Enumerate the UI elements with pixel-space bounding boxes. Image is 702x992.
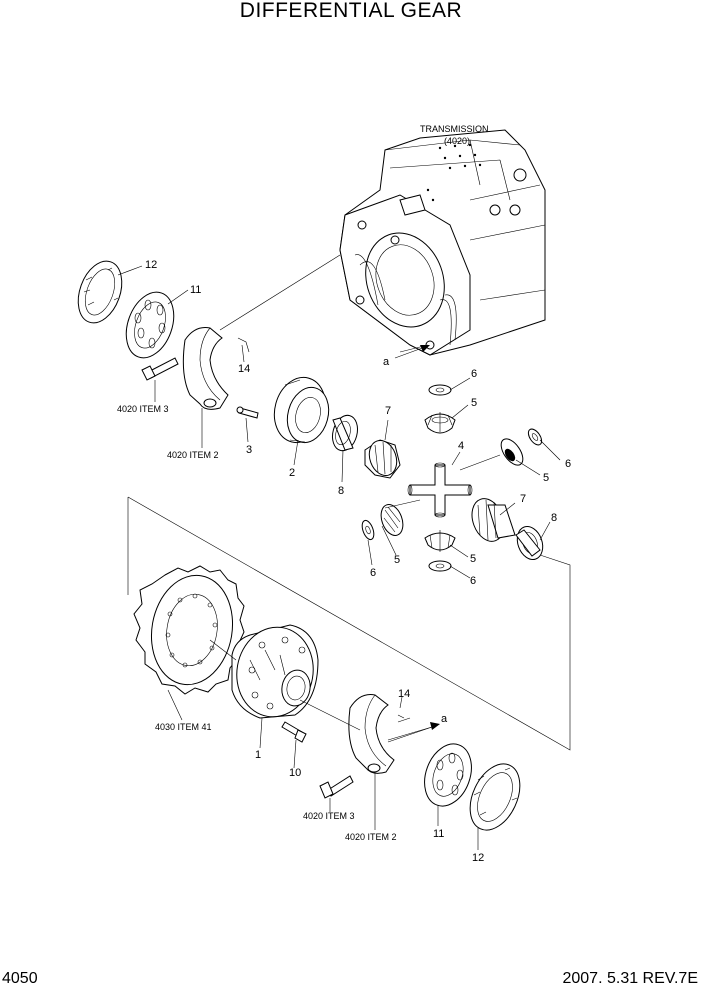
callout-8-right: 8 [551,512,557,524]
ref-4020-item3-bottom: 4020 ITEM 3 [303,811,355,821]
pin-14-top [237,337,250,353]
arrow-a-top [394,345,430,359]
page-title: DIFFERENTIAL GEAR [239,0,463,22]
bolt-top-left [141,357,179,381]
callout-6-left: 6 [370,567,376,579]
transmission-label: TRANSMISSION [420,124,489,134]
page-number: 4050 [2,970,38,987]
transmission-ref: (4020) [444,136,470,146]
washer-6-left [361,519,375,541]
bearing-cup-12-top [77,260,123,324]
differential-case-1 [231,624,319,719]
pin-14-bottom [397,714,411,723]
callout-a-top: a [383,356,390,368]
callout-7-right: 7 [520,493,526,505]
callout-3: 3 [246,444,252,456]
washer-6-right [527,428,543,446]
arrow-a-bottom [387,722,440,743]
bolt-bottom [319,775,354,799]
spider-cross-4 [407,462,473,518]
callout-2: 2 [289,467,295,479]
callout-6-right: 6 [565,458,571,470]
pinion-5-right [500,438,524,466]
bearing-cone-11-top [125,291,175,359]
bolt-10 [281,721,307,743]
washer-6-bottom [428,560,452,572]
bearing-cap-bottom [348,694,395,774]
ref-4020-item2-top: 4020 ITEM 2 [167,450,219,460]
callout-a-bottom: a [441,713,448,725]
callout-5-right: 5 [543,472,549,484]
screw-3 [236,406,259,419]
callout-8-top: 8 [338,485,344,497]
ref-4020-item3-top: 4020 ITEM 3 [117,404,169,414]
callout-5-left: 5 [394,554,400,566]
side-gear-7-top [364,439,401,479]
callout-5-bottom: 5 [470,553,476,565]
callout-14-top: 14 [238,363,250,375]
washer-6-top [428,384,452,396]
ref-4030-item41: 4030 ITEM 41 [155,722,212,732]
callout-11-top: 11 [190,284,201,296]
pinion-5-top [424,412,456,434]
transmission-housing [339,129,546,356]
callout-6-top: 6 [471,368,477,380]
pinion-5-bottom [424,530,456,552]
callout-leaders [117,265,561,850]
adjusting-nut-2 [273,376,330,444]
side-gear-7-right [471,498,516,542]
callout-6-bottom: 6 [470,575,476,587]
bearing-8-right [515,526,544,560]
callout-7-top: 7 [385,405,391,417]
callout-1: 1 [255,749,261,761]
ref-4020-item2-bottom: 4020 ITEM 2 [345,832,397,842]
assembly-lines [127,254,571,751]
revision-date: 2007. 5.31 REV.7E [562,970,698,987]
callout-10: 10 [289,767,301,779]
bearing-cone-11-bottom [424,743,472,807]
callout-12-top: 12 [145,259,157,271]
bearing-8-top [332,414,358,452]
bearing-cup-12-bottom [469,763,521,831]
bearing-cap-top [182,327,229,410]
ring-gear [133,565,245,695]
callout-5-top: 5 [471,397,477,409]
callout-11-bottom: 11 [433,828,444,840]
pinion-5-left [380,504,404,536]
callout-12-bottom: 12 [472,852,484,864]
callout-14-bottom: 14 [398,688,410,700]
callout-4: 4 [458,440,464,452]
